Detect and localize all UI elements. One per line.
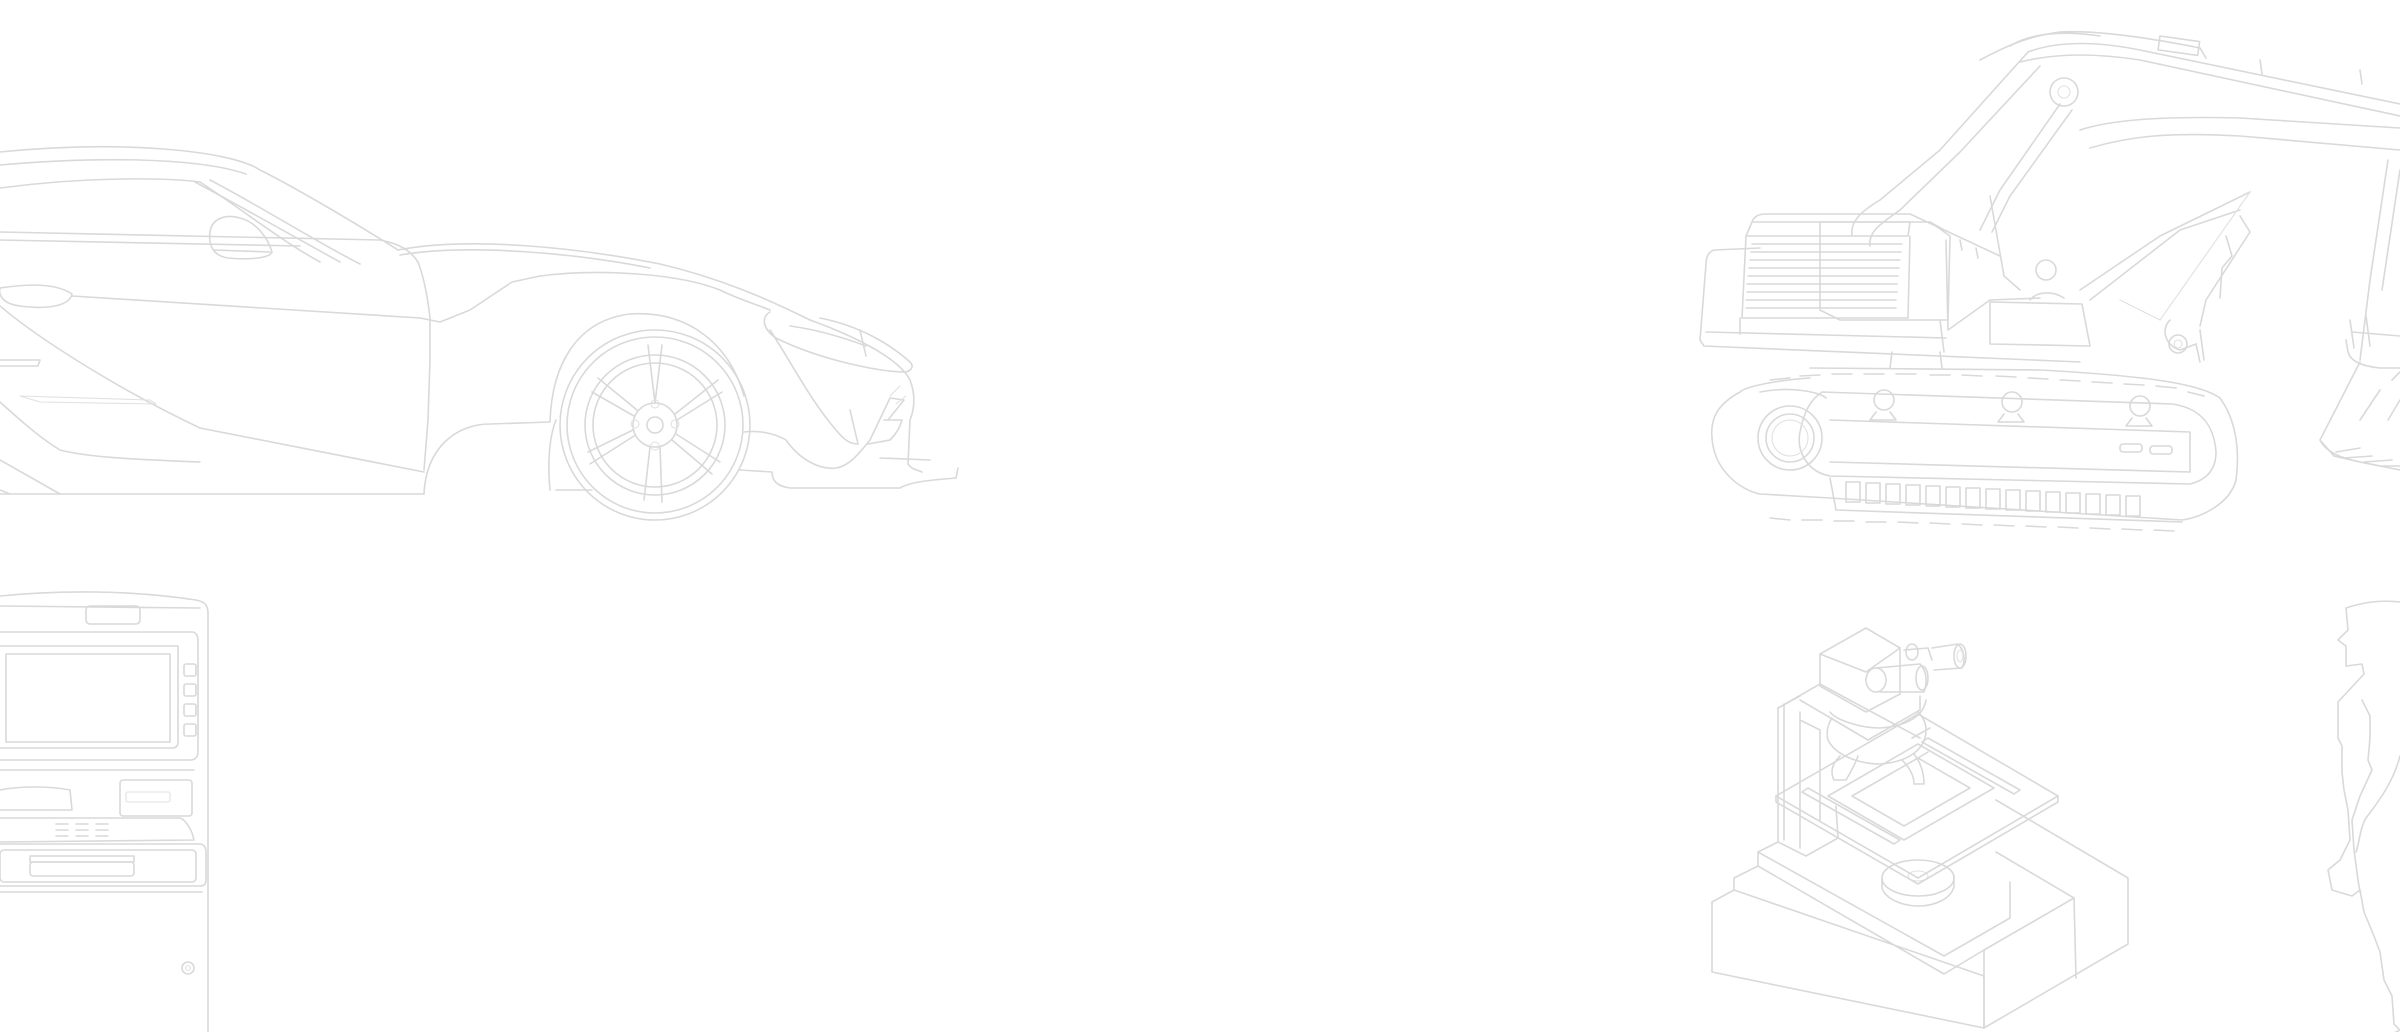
measurement-instrument-illustration xyxy=(1711,627,2129,1029)
sports-car-illustration xyxy=(0,146,959,521)
atm-illustration xyxy=(0,591,209,1032)
excavator-illustration xyxy=(1699,30,2400,532)
human-silhouette-illustration xyxy=(2327,600,2400,1032)
